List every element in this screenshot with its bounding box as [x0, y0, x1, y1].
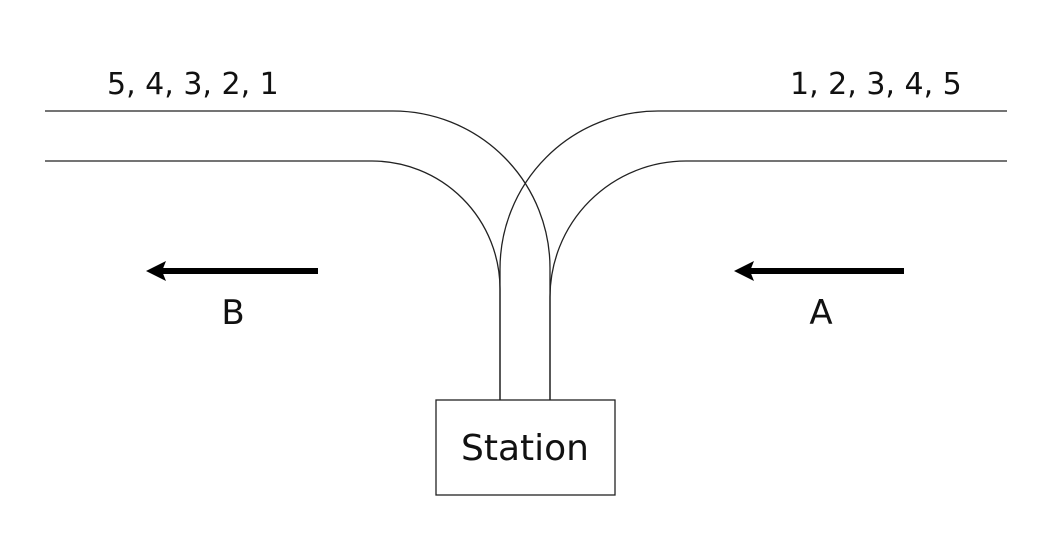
- left-track-outer-rail: [45, 110, 551, 400]
- left-track-inner-rail: [45, 160, 501, 400]
- left-direction-label: B: [221, 293, 244, 333]
- station-box: [435, 399, 616, 496]
- right-track-outer-rail: [499, 110, 1007, 400]
- right-track-inner-rail: [549, 160, 1007, 400]
- right-direction-label: A: [809, 293, 832, 333]
- station-label: Station: [461, 428, 589, 469]
- left-arrow-icon: [146, 261, 318, 281]
- left-sequence-label: 5, 4, 3, 2, 1: [107, 67, 279, 102]
- right-arrow-icon: [734, 261, 904, 281]
- right-sequence-label: 1, 2, 3, 4, 5: [790, 67, 962, 102]
